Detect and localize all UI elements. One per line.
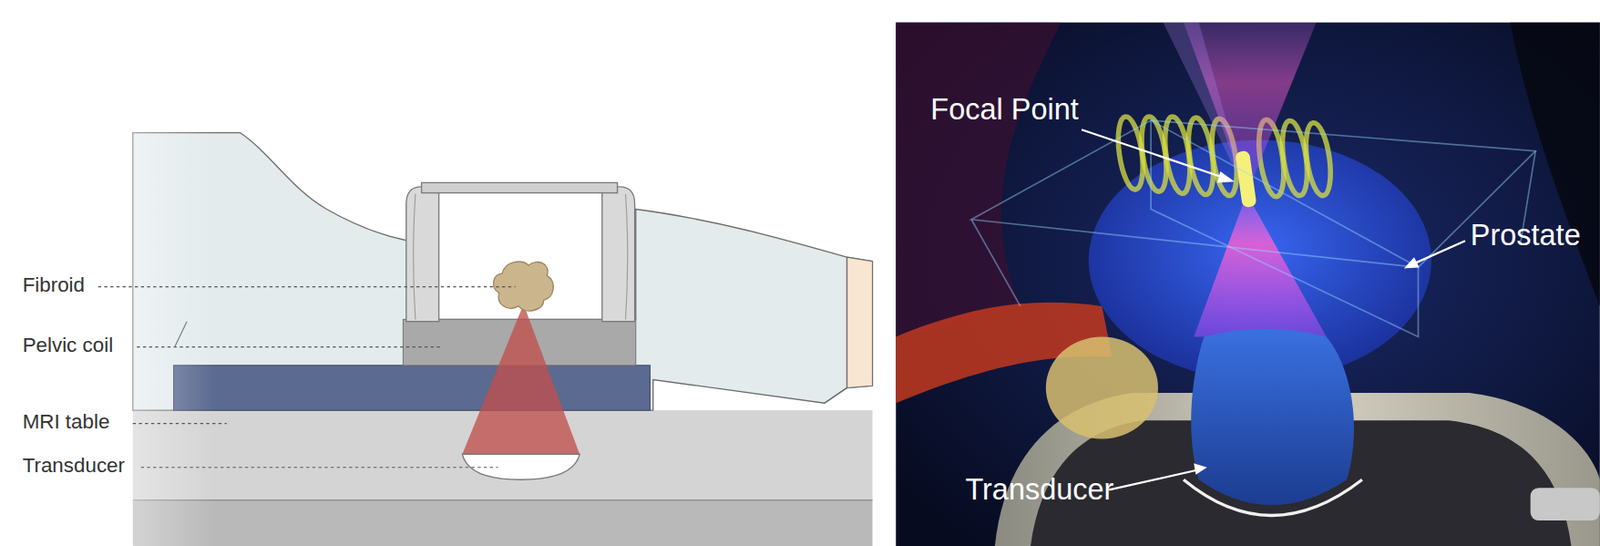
pad-edge-mark	[174, 321, 187, 348]
leader-line	[1108, 469, 1200, 490]
coil-shade	[413, 194, 416, 320]
leader-line	[141, 466, 499, 468]
arrow-head	[1404, 256, 1420, 268]
dark-shadow	[1509, 22, 1600, 307]
leader-line	[1410, 240, 1466, 266]
gel-pad	[174, 365, 651, 411]
ultrasound-beam	[1193, 194, 1327, 338]
treatment-box	[971, 120, 1536, 337]
coil-shade	[625, 194, 628, 320]
leader-line	[136, 346, 442, 348]
beam-glow	[1163, 22, 1248, 195]
render-background	[895, 22, 1600, 546]
box-edge	[971, 219, 1021, 307]
part-label: Transducer	[964, 472, 1114, 507]
box-face	[971, 120, 1536, 267]
part-label: Focal Point	[930, 92, 1078, 127]
transducer-dome	[1190, 328, 1354, 505]
arm-outline	[824, 256, 848, 403]
housing-reflection	[1046, 336, 1159, 439]
part-label: Pelvic coil	[22, 333, 113, 358]
fibroid-mass	[493, 261, 554, 311]
part-label: MRI table	[22, 410, 111, 434]
coil-leg	[602, 186, 636, 322]
leader-line	[133, 422, 227, 424]
arrow-head	[1193, 462, 1208, 474]
mri-base	[133, 500, 873, 546]
part-label: Fibroid	[22, 273, 85, 298]
focal-spot	[1234, 150, 1257, 208]
hand	[847, 256, 873, 388]
coil-leg	[406, 186, 440, 322]
fade-overlay	[0, 122, 215, 546]
dome-rim	[1183, 479, 1363, 515]
ultrasound-beam	[461, 304, 580, 455]
cable-port	[1530, 487, 1600, 521]
box-face	[1150, 120, 1418, 337]
part-label: Transducer	[22, 453, 125, 478]
tissue-shadow	[895, 22, 1061, 338]
leader-line	[1081, 129, 1230, 180]
table-edge	[133, 499, 873, 501]
part-label: Prostate	[1470, 218, 1581, 253]
coil-bar	[421, 182, 618, 193]
leader-line	[98, 286, 516, 288]
arrow-head	[1217, 171, 1235, 183]
